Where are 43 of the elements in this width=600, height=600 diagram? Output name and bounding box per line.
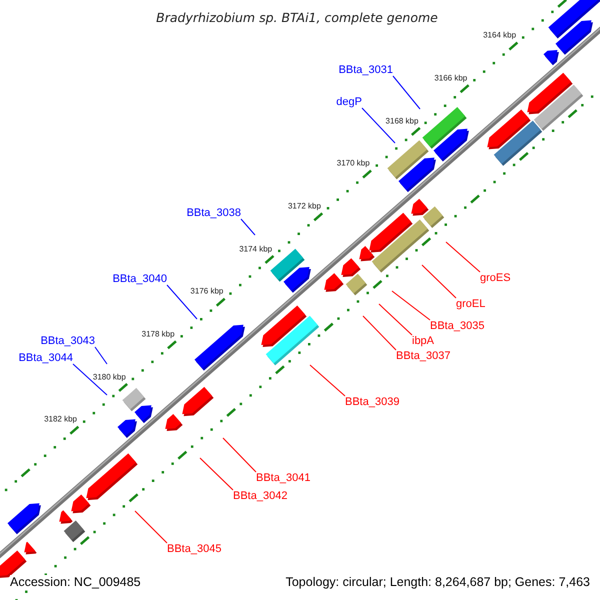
gene-label: BBta_3037 <box>396 350 450 362</box>
scale-label: 3170 kbp <box>336 158 370 168</box>
leader-line <box>222 438 256 472</box>
leader-line <box>134 510 168 544</box>
leader-line <box>94 346 108 364</box>
gene-label: BBta_3031 <box>338 64 393 76</box>
scale-label: 3166 kbp <box>434 73 468 82</box>
leader-line <box>422 264 456 298</box>
gene-label: degP <box>336 96 362 108</box>
scale-label: 3174 kbp <box>239 244 272 254</box>
footer-text: Accession: NC_009485 <box>10 575 141 589</box>
scale-label: 3168 kbp <box>386 116 418 126</box>
leader-line <box>392 76 420 110</box>
leader-line <box>72 364 108 396</box>
gene-label: groEL <box>456 298 486 310</box>
leader-line <box>362 108 396 144</box>
leader-line <box>310 364 346 396</box>
gene-label: BBta_3035 <box>430 320 484 332</box>
gene-label: BBta_3042 <box>233 490 288 502</box>
scale-label: 3178 kbp <box>142 330 175 339</box>
leader-line <box>362 316 396 350</box>
gene-label: BBta_3039 <box>345 396 400 408</box>
scale-label: 3176 kbp <box>190 286 224 296</box>
gene-label: ibpA <box>412 335 434 347</box>
scale-label: 3182 kbp <box>44 414 77 424</box>
gene-label: BBta_3044 <box>18 352 73 364</box>
leader-line <box>166 284 198 320</box>
gene-label: BBta_3045 <box>167 543 222 555</box>
leader-line <box>240 218 256 236</box>
scale-label: 3180 kbp <box>92 372 126 382</box>
leader-line <box>378 304 412 336</box>
gene-label: BBta_3038 <box>186 207 241 219</box>
leader-line <box>392 290 430 320</box>
footer-text: Topology: circular; Length: 8,264,687 bp; Genes: 7,463 <box>286 575 590 589</box>
leader-line <box>446 242 480 272</box>
gene-label: groES <box>480 272 511 284</box>
gene-label: BBta_3043 <box>40 335 95 347</box>
leader-line <box>200 458 234 490</box>
gene-label: BBta_3040 <box>112 273 167 285</box>
scale-label: 3172 kbp <box>288 201 321 210</box>
gene-label: BBta_3041 <box>256 472 310 484</box>
scale-label: 3164 kbp <box>483 30 516 40</box>
title: Bradyrhizobium sp. BTAi1, complete genome <box>156 10 438 25</box>
